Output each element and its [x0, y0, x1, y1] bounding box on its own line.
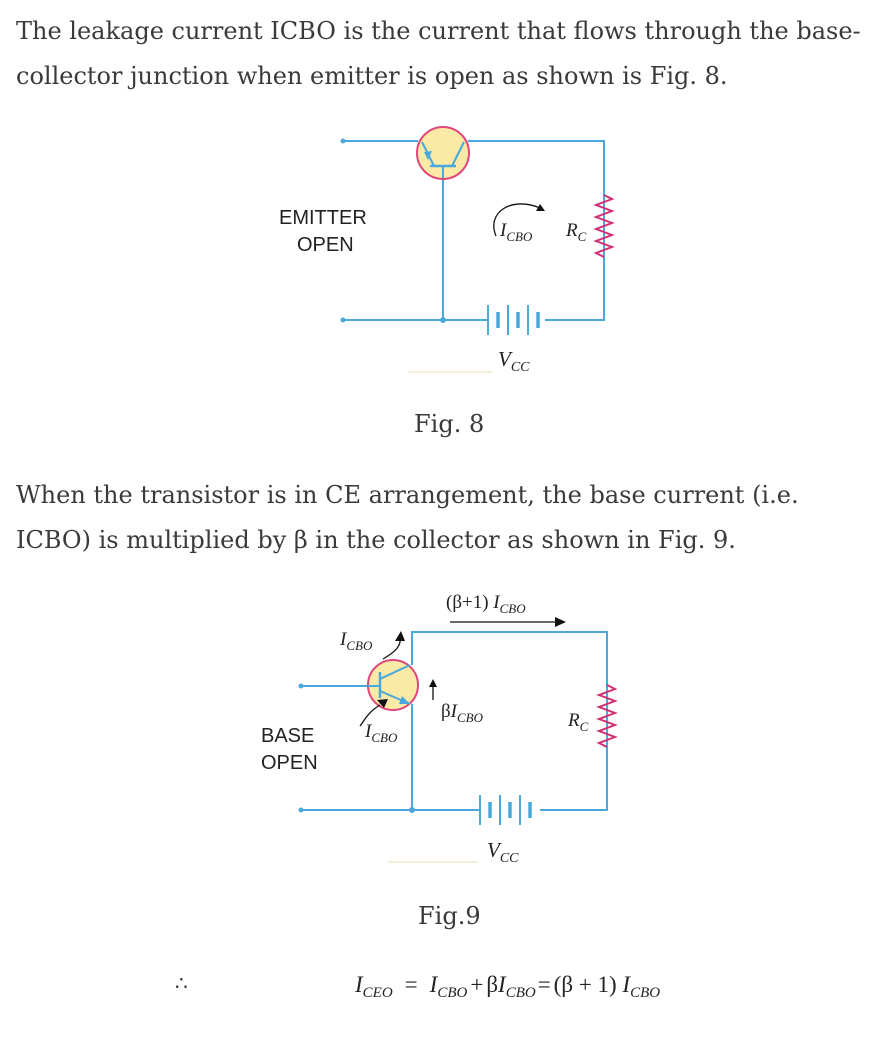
fig8-icbo-label: ICBO	[499, 220, 533, 244]
fig9-transistor-icon	[367, 659, 419, 711]
fig8-terminal-bottom	[340, 317, 346, 323]
fig9-label-base: BASE	[261, 725, 314, 747]
equation-text: ICEO=ICBO+βICBO=(β + 1) ICBO	[354, 972, 660, 1001]
fig9-icbo-base-label: ICBO	[339, 629, 373, 653]
fig8-caption: Fig. 8	[414, 410, 485, 438]
fig9-junction-dot	[409, 807, 415, 813]
fig9-caption: Fig.9	[418, 902, 481, 930]
fig9-terminal-bottom	[298, 807, 304, 813]
fig9-battery-icon	[479, 795, 532, 825]
fig9-beta-icbo-label: βICBO	[441, 701, 484, 725]
fig9-vcc-label: VCC	[487, 838, 519, 866]
fig9-resistor-icon	[596, 684, 618, 748]
fig8-junction-dot	[440, 317, 446, 323]
fig8-current-arrow-icon	[493, 203, 541, 237]
fig8-collector-wire	[468, 140, 605, 321]
paragraph-fig9-intro: When the transistor is in CE arrangement…	[16, 481, 799, 554]
fig8-transistor-icon	[416, 126, 470, 180]
fig8-label-emitter: EMITTER	[279, 207, 367, 229]
fig9-rc-label: RC	[567, 710, 589, 734]
fig8-battery-icon	[487, 305, 540, 335]
paragraph-fig8-intro: The leakage current ICBO is the current …	[16, 17, 861, 90]
fig8-terminal-top	[340, 138, 346, 144]
fig8-rc-label: RC	[565, 220, 587, 244]
fig9-icbo-emitter-label: ICBO	[364, 721, 398, 745]
therefore-symbol: ∴	[175, 971, 188, 995]
fig9-terminal-top	[298, 683, 304, 689]
fig8-vcc-label: VCC	[498, 347, 530, 375]
fig9-top-current-label: (β+1) ICBO	[446, 592, 526, 616]
fig8-resistor-icon	[593, 194, 615, 258]
fig8-label-open: OPEN	[297, 234, 354, 256]
fig9-collector-wire	[411, 631, 608, 811]
fig9-label-open: OPEN	[261, 752, 318, 774]
